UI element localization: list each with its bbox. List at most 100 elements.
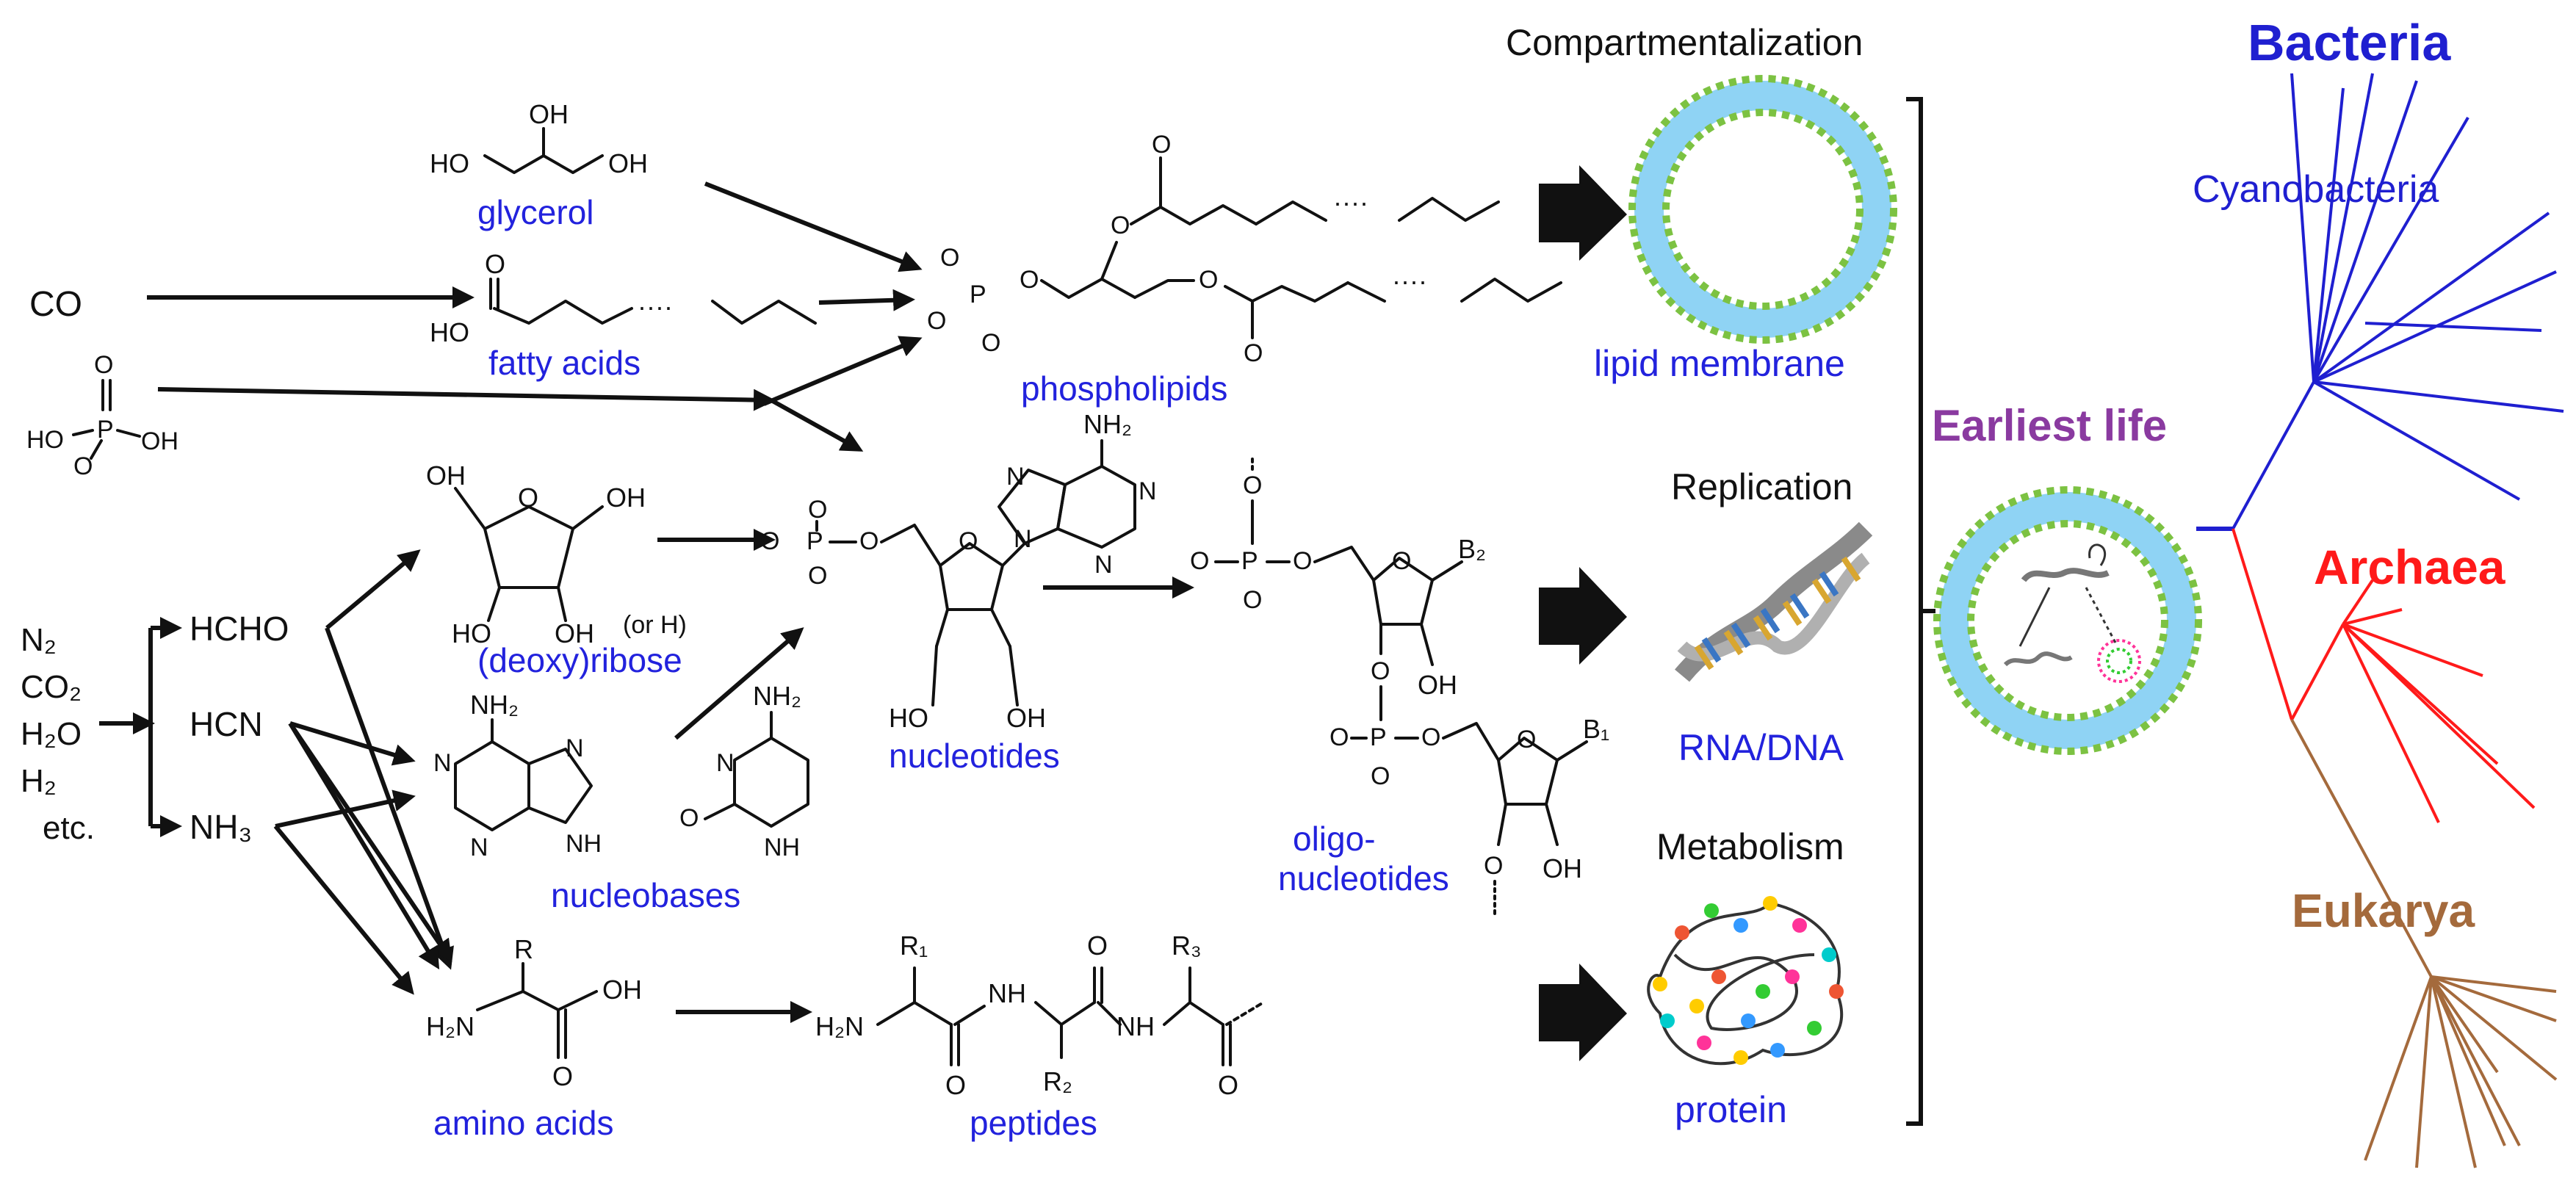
oligo-o9: O [1484,852,1503,880]
nt-nh2: NH₂ [1083,409,1132,439]
ribose-structure: OH O OH HO OH (or H) (deoxy)ribose [426,460,687,679]
cytosine-n: N [716,749,735,777]
oligo-o4: O [1293,547,1312,575]
phosphate-ho: HO [26,426,64,454]
lipid-membrane-label: lipid membrane [1594,343,1845,384]
nt-p: P [807,527,823,555]
earliest-life-cell: Earliest life [1932,401,2202,755]
oligo-o-ring1: O [1392,547,1411,575]
nt-o-top: O [808,496,827,524]
oligo-b2: B₂ [1458,534,1486,564]
amino-acids-label: amino acids [433,1104,613,1142]
nh3-label: NH₃ [190,808,252,846]
phospholipids-label: phospholipids [1021,369,1227,408]
phosphate-o-top: O [94,351,113,379]
oligo-nucleotides-label: nucleotides [1278,859,1449,897]
glycerol-ho: HO [430,148,469,178]
pep-nh2: NH [1116,1011,1155,1041]
tree-of-life: Bacteria Cyanobacteria Archaea [2193,14,2564,1168]
peptide-structure: H₂N R₁ O NH R₂ O NH R₃ O peptides [815,930,1265,1142]
pl-o-ester: O [1020,266,1039,294]
phosphate-o-bottom: O [73,452,93,480]
hcn-label: HCN [190,705,263,743]
nucleotide-structure: O O P O O O HO OH NH₂ N N N N nucleotide… [760,409,1157,775]
pep-h2n: H₂N [815,1011,864,1041]
gas-list: N₂ CO₂ H₂O H₂ etc. [21,622,95,846]
oligo-o1: O [1243,471,1262,499]
peptides-label: peptides [970,1104,1097,1142]
reaction-arrows [147,181,1194,1023]
eukarya-branches [2290,719,2558,1168]
pep-r2: R₂ [1043,1066,1072,1096]
oligo-b1: B₁ [1583,714,1609,744]
archaea-branches [2232,528,2536,823]
pep-o3: O [1218,1070,1238,1100]
to-membrane-arrow [1539,165,1627,261]
nt-o-bottom: O [808,562,827,590]
replication-heading: Replication [1671,466,1852,507]
cyanobacteria-label: Cyanobacteria [2193,168,2439,211]
glycerol-oh-right: OH [608,148,648,178]
to-dna-arrow [1539,567,1627,665]
nucleotides-label: nucleotides [889,737,1060,775]
adenine-nh: NH [566,830,602,858]
phosphate-oh: OH [141,427,178,455]
oligo-o-ring2: O [1517,726,1536,753]
oligo-oh1: OH [1418,670,1457,700]
pl-o-bottom: O [981,329,1000,357]
pep-r1: R₁ [900,930,928,961]
nt-o-ring: O [959,527,978,555]
phosphate-structure: O P HO OH O [26,351,178,480]
nt-o-left: O [760,527,779,555]
ribose-o-ring: O [518,483,538,513]
oligo-o5: O [1371,657,1390,685]
pl-p: P [970,281,986,308]
dna-helix-icon [1675,521,1873,682]
oligo-p1: P [1241,547,1258,575]
nt-n3: N [1014,525,1032,553]
nt-ho: HO [889,703,928,733]
pl-dots1: ···· [1333,187,1368,217]
oligo-oh2: OH [1543,853,1582,883]
oligo-label: oligo- [1293,820,1376,858]
ribose-or-h: (or H) [623,611,687,639]
oligo-o2: O [1190,547,1209,575]
fatty-acid-o: O [485,249,505,279]
lipid-membrane-icon [1628,75,1897,344]
gas-h2: H₂ [21,763,57,799]
bacteria-branches [2232,73,2564,530]
nt-n2: N [1139,477,1157,505]
adenine-n7: N [566,734,584,762]
function-column: Compartmentalization lipid membrane Repl… [1506,22,1897,1130]
pl-dots2: ···· [1392,266,1427,296]
ribose-oh-bottom: OH [555,618,594,648]
earliest-life-heading: Earliest life [1932,401,2167,450]
gas-h2o: H₂O [21,716,82,752]
cytosine-o: O [679,804,699,832]
fatty-acid-dots: ···· [638,292,673,322]
adenine-structure: NH₂ N N N NH [433,690,602,861]
to-protein-arrow [1539,964,1627,1061]
oligo-o8: O [1421,723,1440,751]
fatty-acids-label: fatty acids [488,344,641,382]
bacteria-label: Bacteria [2248,14,2451,71]
inputs: CO O P HO OH O N₂ CO₂ H₂O H₂ etc. HCHO H… [21,285,289,846]
gas-co2: CO₂ [21,669,82,705]
oligo-o7: O [1371,762,1390,790]
adenine-n1: N [433,749,452,777]
aa-r: R [514,934,533,964]
oligo-o3: O [1243,586,1262,614]
deoxyribose-label: (deoxy)ribose [477,641,682,679]
pl-o-ester3: O [1199,266,1218,294]
pl-o-top: O [940,244,959,272]
rna-dna-label: RNA/DNA [1678,727,1844,768]
cytosine-structure: NH₂ N O NH nucleobases [551,681,809,914]
pl-o-ester2: O [1111,212,1130,239]
metabolism-heading: Metabolism [1656,826,1844,867]
co-label: CO [29,285,82,324]
ribose-oh-right: OH [606,483,646,513]
aa-oh: OH [602,975,642,1005]
oligo-o6: O [1330,723,1349,751]
glycerol-structure: HO OH OH glycerol [430,99,648,231]
